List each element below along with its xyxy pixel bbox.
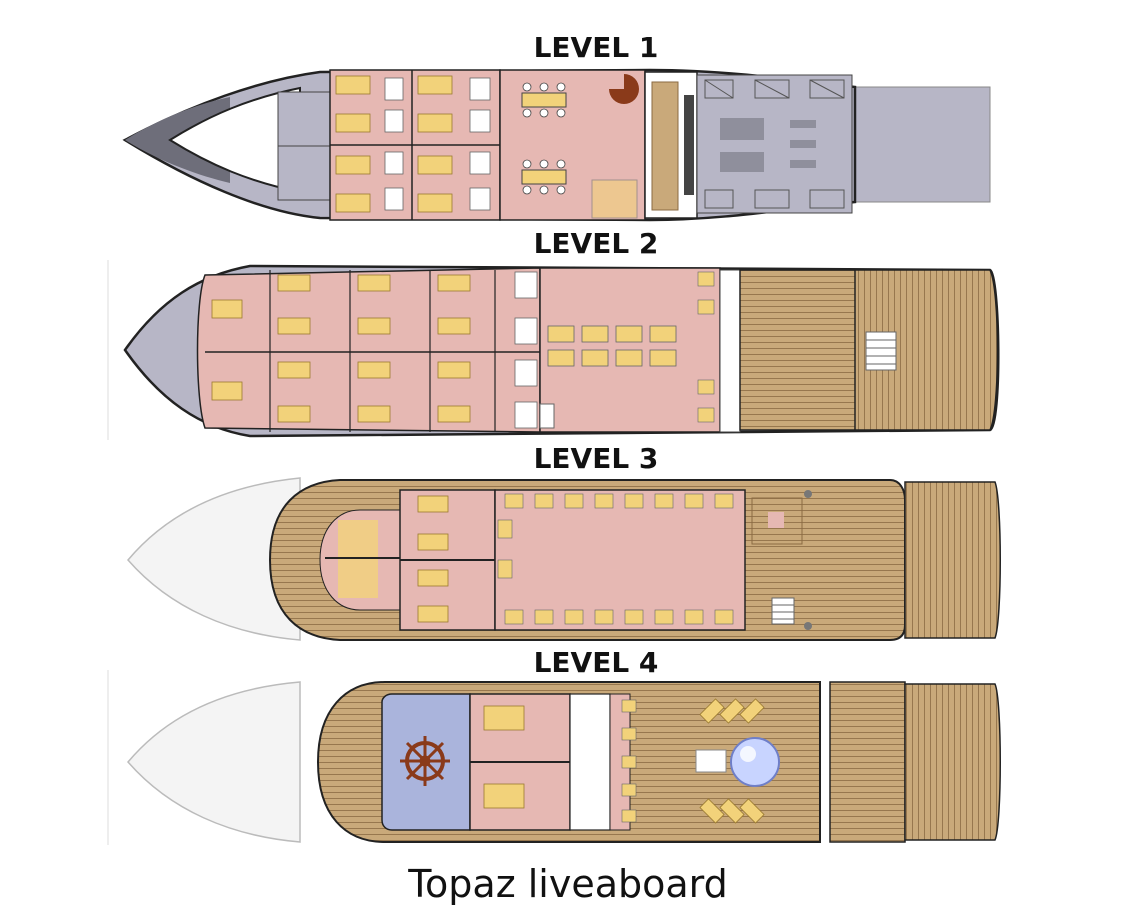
level-1-label: LEVEL 1 xyxy=(534,31,659,64)
level-3-label: LEVEL 3 xyxy=(534,442,659,475)
diagram-caption: Topaz liveaboard xyxy=(408,862,728,906)
level-2-deck: LEVEL 2 xyxy=(123,227,1000,438)
table-icon xyxy=(521,82,567,195)
rear-platform xyxy=(849,86,991,203)
stairs-icon xyxy=(865,331,897,371)
level-2-label: LEVEL 2 xyxy=(534,227,659,260)
jacuzzi-icon xyxy=(730,737,780,787)
bed-icon xyxy=(483,705,525,809)
bed-icon xyxy=(211,274,471,423)
stairs-icon xyxy=(771,597,795,625)
sun-lounger-icon xyxy=(699,698,765,824)
level-1-deck: LEVEL 1 xyxy=(122,31,991,222)
level-3-deck: LEVEL 3 xyxy=(127,442,1001,641)
level-4-bow xyxy=(127,681,301,843)
level-4-deck: LEVEL 4 xyxy=(127,646,1001,843)
level-4-label: LEVEL 4 xyxy=(534,646,659,679)
ship-wheel-icon xyxy=(400,736,450,786)
level-3-saloon xyxy=(494,489,746,631)
bed-icon xyxy=(417,495,449,623)
bed-icon xyxy=(335,75,453,213)
